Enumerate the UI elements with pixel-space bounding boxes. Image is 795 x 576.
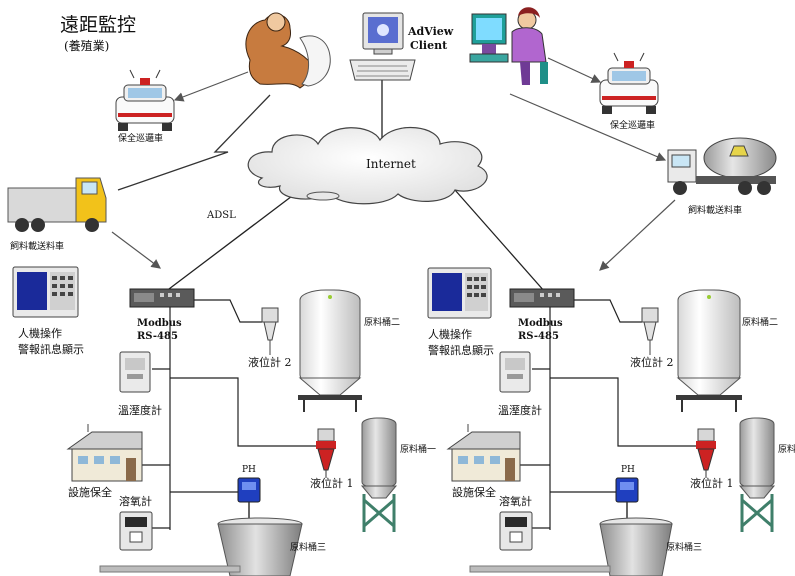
modbus-gateway-left-icon	[129, 288, 195, 308]
patrol-car-left-label: 保全巡邏車	[118, 134, 164, 144]
modbus-left-label-line2: RS-485	[137, 331, 178, 342]
level-sensor-2-left-label: 液位計 2	[248, 356, 292, 369]
level-sensor-1-right-icon	[696, 428, 716, 478]
tank-1-right-icon	[738, 417, 776, 532]
temp-humidity-sensor-right-icon	[499, 351, 531, 393]
tank-3-left-label: 原料桶三	[290, 543, 327, 553]
tank-1-left-label: 原料桶一	[400, 445, 437, 455]
adsl-label: ADSL	[207, 210, 236, 221]
hmi-panel-left-icon	[12, 266, 79, 318]
level-sensor-1-left-label: 液位計 1	[310, 477, 354, 490]
temp-humidity-right-label: 溫溼度計	[498, 404, 542, 417]
patrol-car-right-icon	[599, 52, 659, 114]
modbus-gateway-right-icon	[509, 288, 575, 308]
level-sensor-2-right-label: 液位計 2	[630, 356, 674, 369]
patrol-car-left-icon	[115, 69, 175, 131]
tank-3-left-icon	[99, 517, 303, 576]
internet-label: Internet	[366, 157, 416, 171]
feed-truck-left-icon	[7, 177, 107, 232]
tank-1-right-label: 原料	[778, 445, 795, 455]
ph-right-label: PH	[621, 465, 635, 475]
temp-humidity-left-label: 溫溼度計	[118, 404, 162, 417]
facility-house-left-icon	[66, 424, 143, 482]
patrol-car-right-label: 保全巡邏車	[610, 121, 656, 131]
temp-humidity-sensor-left-icon	[119, 351, 151, 393]
hmi-left-label-line2: 警報訊息顯示	[18, 343, 84, 356]
hmi-right-label-line1: 人機操作	[428, 328, 472, 341]
hmi-panel-right-icon	[427, 267, 492, 319]
oxygen-meter-right-icon	[499, 511, 533, 551]
modbus-right-label-line1: Modbus	[518, 318, 563, 329]
tank-1-left-icon	[360, 417, 398, 532]
modbus-left-label-line1: Modbus	[137, 318, 182, 329]
facility-right-label: 設施保全	[452, 486, 496, 499]
client-computer-icon	[349, 12, 416, 81]
oxygen-left-label: 溶氧計	[119, 495, 152, 508]
oxygen-right-label: 溶氧計	[499, 495, 532, 508]
client-label-line1: AdView	[408, 25, 454, 38]
operator-left-icon	[245, 12, 331, 89]
arrows	[111, 57, 676, 271]
left-site	[12, 266, 398, 576]
client-label-line2: Client	[410, 39, 448, 52]
tank-2-left-label: 原料桶二	[364, 318, 401, 328]
feed-truck-right-label: 飼料載送料車	[688, 206, 743, 216]
facility-left-label: 設施保全	[68, 486, 112, 499]
ph-sensor-left-icon	[237, 477, 261, 520]
feed-truck-left-label: 飼料載送料車	[10, 242, 65, 252]
tank-3-right-label: 原料桶三	[666, 543, 703, 553]
operator-right-icon	[469, 7, 548, 85]
right-site	[427, 267, 776, 576]
hmi-left-label-line1: 人機操作	[18, 327, 62, 340]
level-sensor-1-left-icon	[316, 428, 336, 478]
internet-cloud	[247, 126, 488, 205]
page-subtitle: (養殖業)	[64, 39, 110, 53]
modbus-right-label-line2: RS-485	[518, 331, 559, 342]
tank-3-right-icon	[469, 517, 673, 576]
level-sensor-2-left-icon	[261, 307, 279, 355]
tank-2-right-label: 原料桶二	[742, 318, 779, 328]
ph-left-label: PH	[242, 465, 256, 475]
network-lines	[117, 80, 546, 293]
tank-2-left-icon	[298, 289, 362, 412]
hmi-right-label-line2: 警報訊息顯示	[428, 344, 494, 357]
ph-sensor-right-icon	[615, 477, 639, 520]
tank-2-right-icon	[676, 289, 742, 412]
level-sensor-2-right-icon	[641, 307, 659, 355]
feed-truck-right-icon	[667, 137, 777, 195]
oxygen-meter-left-icon	[119, 511, 153, 551]
level-sensor-1-right-label: 液位計 1	[690, 477, 734, 490]
facility-house-right-icon	[446, 424, 521, 482]
page-title: 遠距監控	[60, 14, 137, 36]
